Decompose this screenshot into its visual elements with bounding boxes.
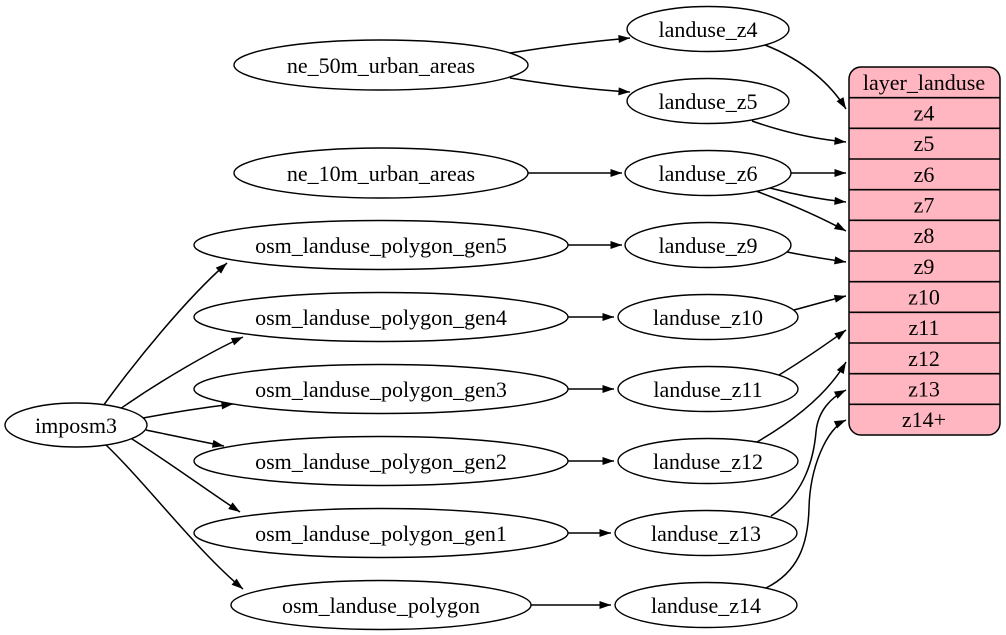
edge-landuse_z11-row-z11 <box>778 329 847 376</box>
table-row-label-z7: z7 <box>914 193 935 218</box>
node-osm_landuse_polygon_gen4: osm_landuse_polygon_gen4 <box>193 291 569 343</box>
node-ne_10m_urban_areas-shape <box>233 147 529 199</box>
node-landuse_z6: landuse_z6 <box>624 149 792 197</box>
node-landuse_z14-shape <box>614 581 798 629</box>
node-osm_landuse_polygon_gen1-label: osm_landuse_polygon_gen1 <box>255 521 507 546</box>
node-landuse_z9-label: landuse_z9 <box>659 233 758 258</box>
node-imposm3-label: imposm3 <box>35 413 117 438</box>
node-landuse_z13-shape <box>614 509 798 557</box>
edge-imposm3-osm_landuse_polygon_gen3 <box>142 401 234 419</box>
node-osm_landuse_polygon_gen4-shape <box>193 291 569 343</box>
node-osm_landuse_polygon-label: osm_landuse_polygon <box>282 593 480 618</box>
edge-landuse_z13-row-z13 <box>770 389 847 517</box>
node-landuse_z10: landuse_z10 <box>617 293 799 341</box>
layer-landuse-title: layer_landuse <box>863 70 985 95</box>
node-osm_landuse_polygon_gen3: osm_landuse_polygon_gen3 <box>193 363 569 415</box>
node-osm_landuse_polygon_gen3-label: osm_landuse_polygon_gen3 <box>255 377 507 402</box>
node-ne_50m_urban_areas-label: ne_50m_urban_areas <box>287 53 475 78</box>
node-landuse_z12-label: landuse_z12 <box>653 449 763 474</box>
node-landuse_z9-shape <box>624 221 792 269</box>
table-row-label-z9: z9 <box>914 254 935 279</box>
table-row-label-z14plus: z14+ <box>902 407 946 432</box>
table-row-label-z6: z6 <box>914 162 935 187</box>
edge-imposm3-osm_landuse_polygon <box>104 443 244 590</box>
table-row-label-z10: z10 <box>908 285 940 310</box>
edge-landuse_z6-row-z7 <box>769 187 847 205</box>
node-landuse_z11-label: landuse_z11 <box>653 377 762 402</box>
node-landuse_z13: landuse_z13 <box>614 509 798 557</box>
node-osm_landuse_polygon_gen2-label: osm_landuse_polygon_gen2 <box>255 449 507 474</box>
edge-group <box>102 35 847 609</box>
edge-imposm3-osm_landuse_polygon_gen2 <box>145 429 225 448</box>
node-osm_landuse_polygon-shape <box>230 579 532 631</box>
node-imposm3-shape <box>4 402 148 448</box>
node-osm_landuse_polygon_gen5-label: osm_landuse_polygon_gen5 <box>255 233 507 258</box>
node-osm_landuse_polygon: osm_landuse_polygon <box>230 579 532 631</box>
node-landuse_z9: landuse_z9 <box>624 221 792 269</box>
edge-ne_50m_urban_areas-landuse_z5 <box>509 77 631 96</box>
table-row-label-z13: z13 <box>908 377 940 402</box>
node-landuse_z5-shape <box>626 77 790 125</box>
node-osm_landuse_polygon_gen5-shape <box>193 219 569 271</box>
node-landuse_z5-label: landuse_z5 <box>659 89 758 114</box>
node-landuse_z14-label: landuse_z14 <box>651 593 761 618</box>
node-landuse_z10-shape <box>617 293 799 341</box>
edge-landuse_z5-row-z5 <box>751 120 847 145</box>
edge-landuse_z14-row-z14plus <box>765 419 847 589</box>
node-ne_50m_urban_areas: ne_50m_urban_areas <box>233 39 529 91</box>
node-osm_landuse_polygon_gen3-shape <box>193 363 569 415</box>
node-ne_50m_urban_areas-shape <box>233 39 529 91</box>
node-osm_landuse_polygon_gen2: osm_landuse_polygon_gen2 <box>193 435 569 487</box>
edge-landuse_z9-row-z9 <box>786 251 847 265</box>
node-landuse_z4-shape <box>626 5 790 53</box>
node-landuse_z12-shape <box>617 437 799 485</box>
table-row-label-z8: z8 <box>914 223 935 248</box>
edge-landuse_z6-row-z8 <box>755 190 847 232</box>
node-layer_landuse: layer_landuse z4 z5 z6 z7 z8 z9 z10 z11 … <box>848 66 1001 436</box>
table-row-label-z5: z5 <box>914 131 935 156</box>
node-landuse_z10-label: landuse_z10 <box>653 305 763 330</box>
node-osm_landuse_polygon_gen5: osm_landuse_polygon_gen5 <box>193 219 569 271</box>
node-ne_10m_urban_areas: ne_10m_urban_areas <box>233 147 529 199</box>
edge-landuse_z10-row-z10 <box>793 294 847 311</box>
table-row-label-z4: z4 <box>914 101 935 126</box>
node-landuse_z4-label: landuse_z4 <box>659 17 758 42</box>
node-landuse_z12: landuse_z12 <box>617 437 799 485</box>
node-osm_landuse_polygon_gen1-shape <box>193 507 569 559</box>
edge-imposm3-osm_landuse_polygon_gen4 <box>119 336 244 410</box>
node-landuse_z14: landuse_z14 <box>614 581 798 629</box>
node-imposm3: imposm3 <box>4 402 148 448</box>
edge-landuse_z4-row-z4 <box>764 44 847 110</box>
edge-imposm3-osm_landuse_polygon_gen5 <box>102 262 228 407</box>
table-row-label-z11: z11 <box>909 315 940 340</box>
node-landuse_z11-shape <box>617 365 799 413</box>
node-ne_10m_urban_areas-label: ne_10m_urban_areas <box>287 161 475 186</box>
node-landuse_z6-shape <box>624 149 792 197</box>
edge-imposm3-osm_landuse_polygon_gen1 <box>131 438 241 513</box>
table-row-label-z12: z12 <box>908 346 940 371</box>
node-osm_landuse_polygon_gen1: osm_landuse_polygon_gen1 <box>193 507 569 559</box>
node-landuse_z5: landuse_z5 <box>626 77 790 125</box>
node-landuse_z6-label: landuse_z6 <box>659 161 758 186</box>
node-osm_landuse_polygon_gen4-label: osm_landuse_polygon_gen4 <box>255 305 507 330</box>
node-landuse_z4: landuse_z4 <box>626 5 790 53</box>
node-landuse_z11: landuse_z11 <box>617 365 799 413</box>
edge-landuse_z12-row-z12 <box>756 361 847 443</box>
edge-ne_50m_urban_areas-landuse_z4 <box>509 35 631 54</box>
node-osm_landuse_polygon_gen2-shape <box>193 435 569 487</box>
node-landuse_z13-label: landuse_z13 <box>651 521 761 546</box>
